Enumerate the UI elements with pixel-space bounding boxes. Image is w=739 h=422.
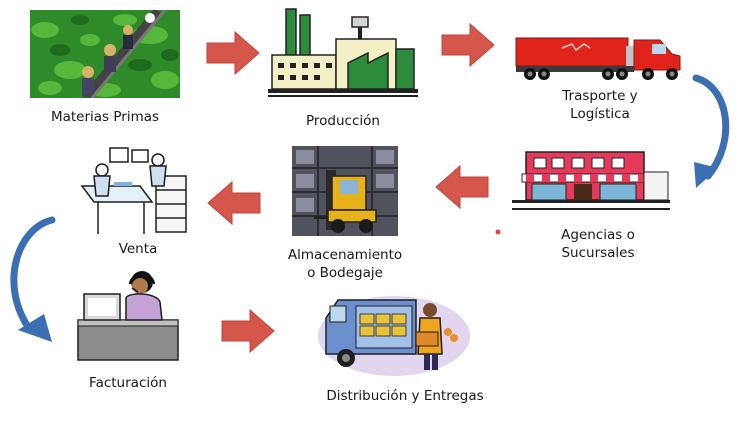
curved-arrow-down-left <box>692 74 730 188</box>
forklift-warehouse-icon <box>292 146 398 236</box>
flow-arrow-left <box>207 180 261 226</box>
decorative-dot <box>495 229 501 235</box>
flow-arrow-right <box>206 30 260 76</box>
node-label: Facturación <box>89 375 167 391</box>
label-line: Almacenamiento <box>287 247 403 263</box>
node-label: Distribución y Entregas <box>326 388 484 404</box>
storefront-icon <box>512 151 670 210</box>
label-line: Logística <box>570 106 630 122</box>
call-center-agent-icon <box>77 271 179 361</box>
factory-icon <box>268 8 418 97</box>
farm-workers-icon <box>30 10 180 98</box>
flow-arrow-left <box>435 164 489 210</box>
node-label: Venta <box>118 241 158 257</box>
curved-arrow-down-right <box>10 216 56 342</box>
node-label: Materias Primas <box>50 109 160 125</box>
node-label: Trasporte y Logística <box>530 87 670 123</box>
label-line: Trasporte y <box>562 88 638 104</box>
label-line: o Bodegaje <box>307 265 383 281</box>
node-label: Producción <box>306 113 380 129</box>
truck-icon <box>515 37 681 80</box>
label-line: Agencias o <box>561 227 635 243</box>
flow-arrow-right <box>221 308 275 354</box>
sales-office-icon <box>80 147 187 234</box>
node-label: Agencias o Sucursales <box>528 226 668 262</box>
node-label: Almacenamiento o Bodegaje <box>270 246 420 282</box>
flow-arrow-right <box>441 22 495 68</box>
delivery-van-icon <box>318 296 470 376</box>
label-line: Sucursales <box>561 245 635 261</box>
